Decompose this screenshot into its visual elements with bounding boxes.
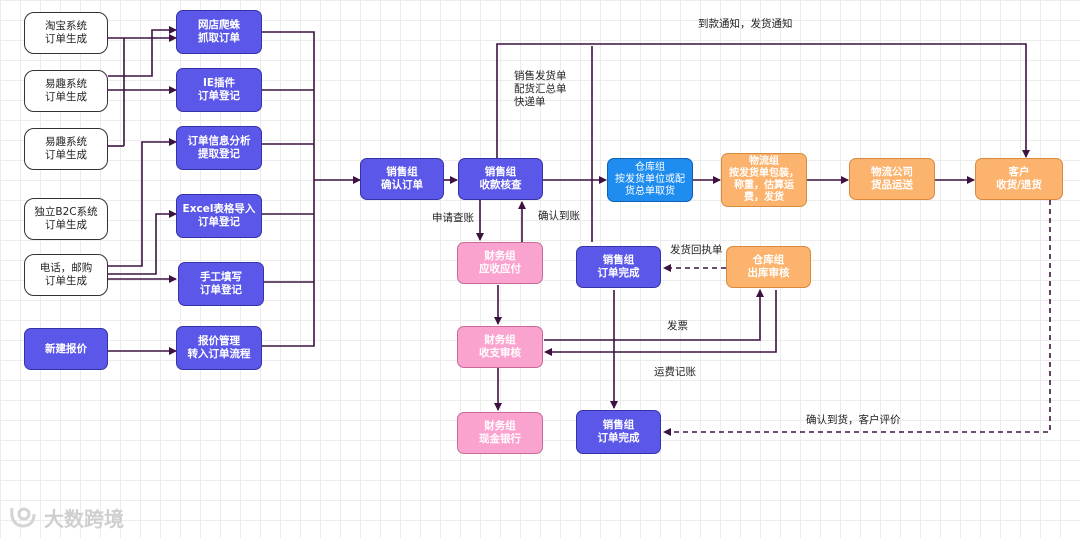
watermark: 大数跨境 (8, 502, 124, 532)
node-new-quote: 新建报价 (24, 328, 108, 370)
edge-bus (262, 31, 315, 347)
label-invoice: 发票 (667, 320, 688, 332)
node-finance-bank: 财务组 现金银行 (457, 412, 543, 454)
edge-audit-warehouse (544, 289, 764, 341)
edge-taobao-crawler (108, 38, 176, 146)
node-sales-done-1: 销售组 订单完成 (576, 246, 661, 288)
watermark-text: 大数跨境 (44, 506, 124, 531)
node-phone: 电话，邮购 订单生成 (24, 254, 108, 296)
node-excel-import: Excel表格导入 订单登记 (176, 194, 262, 238)
node-warehouse-pick: 仓库组 按发货单位或配 货总单取货 (607, 158, 693, 202)
label-freight: 运费记账 (654, 366, 696, 378)
node-courier: 物流公司 货品运送 (849, 158, 935, 200)
label-docs: 销售发货单 配货汇总单 快递单 (514, 70, 567, 108)
node-quote-mgmt: 报价管理 转入订单流程 (176, 326, 262, 370)
label-confirm-payment: 确认到账 (538, 210, 580, 222)
edge-notify (496, 43, 1030, 158)
node-sales-collect: 销售组 收款核查 (458, 158, 543, 200)
label-notify: 到款通知，发货通知 (698, 18, 793, 30)
edge-phone-excel (108, 210, 177, 275)
node-yiqu-2: 易趣系统 订单生成 (24, 128, 108, 170)
node-finance-ar: 财务组 应收应付 (457, 242, 543, 284)
label-receipt: 发货回执单 (670, 244, 723, 256)
node-logistics: 物流组 按发货单包装， 称重，估算运 费，发货 (721, 153, 807, 207)
node-sales-done-2: 销售组 订单完成 (576, 410, 661, 454)
node-ie-plugin: IE插件 订单登记 (176, 68, 262, 112)
node-taobao: 淘宝系统 订单生成 (24, 12, 108, 54)
edge-yiqu1-crawler (108, 26, 177, 77)
brand-logo-icon (10, 507, 36, 528)
edge-customer-arrival (663, 200, 1051, 436)
node-yiqu-1: 易趣系统 订单生成 (24, 70, 108, 112)
node-crawler: 网店爬蛛 抓取订单 (176, 10, 262, 54)
node-info-analysis: 订单信息分析 提取登记 (176, 126, 262, 170)
node-warehouse-out: 仓库组 出库审核 (726, 246, 811, 288)
node-sales-confirm: 销售组 确认订单 (360, 158, 444, 200)
node-customer: 客户 收货/退货 (975, 158, 1063, 200)
node-finance-audit: 财务组 收支审核 (457, 326, 543, 368)
label-confirm-arrival: 确认到货，客户评价 (806, 414, 901, 426)
node-manual: 手工填写 订单登记 (178, 262, 264, 306)
edge-warehouse-audit (544, 290, 777, 356)
node-b2c: 独立B2C系统 订单生成 (24, 198, 108, 240)
edge-phone-analysis (108, 138, 177, 267)
label-check-account: 申请查账 (432, 212, 474, 224)
